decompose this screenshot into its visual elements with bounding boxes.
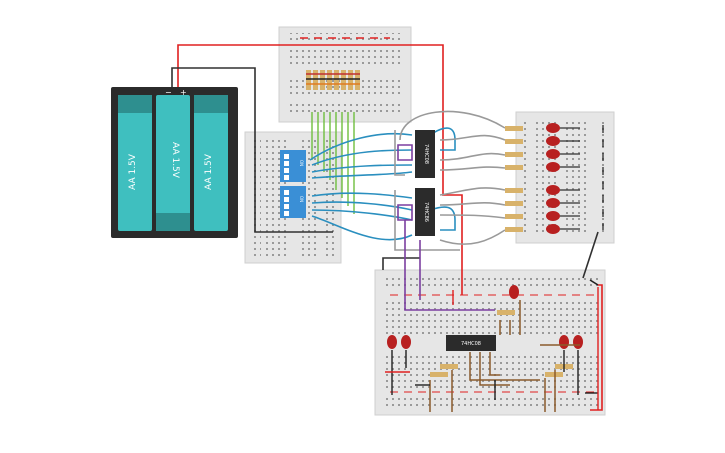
dip-switch-top[interactable]: ON (280, 150, 306, 182)
dip-switch-bottom-on-label: ON (299, 196, 304, 202)
ic-chip-middle: 74HC86 (415, 188, 435, 236)
brown-wires (429, 300, 580, 412)
ic-chip-bottom: 74HC08 (446, 335, 496, 351)
battery-cell-2-label: AA 1.5V (170, 142, 180, 179)
battery-cell-1-label: AA 1.5V (128, 153, 138, 190)
blue-wires (309, 127, 456, 241)
purple-wires (397, 144, 495, 311)
gray-wires (394, 110, 506, 251)
right-resistors (505, 126, 523, 232)
battery-pack: AA 1.5V AA 1.5V AA 1.5V − + (111, 87, 238, 238)
battery-minus-label: − (165, 88, 172, 97)
bottom-black-wires (391, 350, 598, 400)
ic-chip-top: 74HC08 (415, 130, 435, 178)
ic-chip-middle-label: 74HC86 (423, 202, 429, 222)
battery-cell-3-label: AA 1.5V (204, 153, 214, 190)
dip-switch-bottom[interactable]: ON (280, 186, 306, 218)
dip-switch-top-on-label: ON (299, 160, 304, 166)
breadboard-top (278, 26, 412, 123)
ic-chip-top-label: 74HC08 (423, 144, 429, 164)
resistor-array-top (306, 70, 360, 90)
right-led-leads (560, 127, 580, 230)
breadboard-right (515, 111, 615, 244)
power-wires (171, 44, 603, 411)
right-leds (546, 123, 560, 234)
ic-chip-bottom-label: 74HC08 (461, 341, 481, 347)
battery-plus-label: + (180, 88, 187, 97)
bottom-red-wires (385, 287, 599, 410)
